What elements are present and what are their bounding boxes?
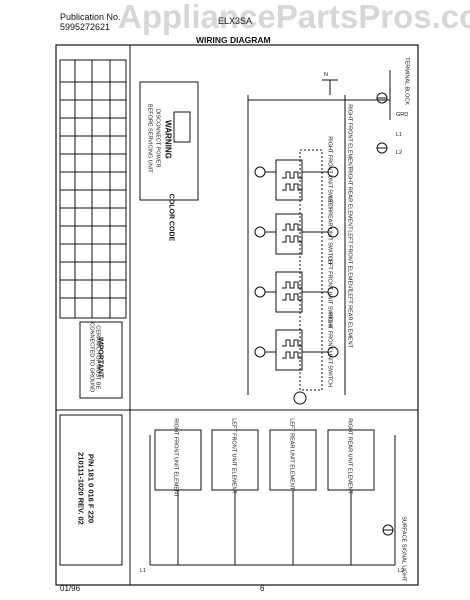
l2-label: L2: [396, 150, 403, 156]
element-label-4: LEFT REAR ELEMENT: [346, 290, 353, 348]
switch-label-4: RIGHT FRONT UNIT SWITCH: [326, 312, 333, 388]
grd-label: GRD: [396, 112, 409, 118]
n-label: N: [324, 72, 328, 78]
footer-page-number: 6: [260, 584, 265, 593]
publication-number: 5995272621: [60, 22, 111, 32]
publication-label: Publication No.: [60, 12, 121, 22]
unit-element-label-1: RIGHT FRONT UNIT ELEMENT: [172, 418, 179, 498]
unit-element-label-3: LEFT REAR UNIT ELEMENT: [288, 418, 295, 491]
important-line-2: CONNECTED TO GROUND: [88, 322, 95, 393]
surface-signal-label: SURFACE SIGNAL LIGHT: [400, 516, 407, 582]
unit-element-label-4: RIGHT REAR UNIT ELEMENT: [346, 418, 353, 494]
footer-date: 01/96: [60, 584, 81, 593]
model-partial: ELX3SA: [218, 16, 253, 26]
warning-line-2: BEFORE SERVICING UNIT: [146, 103, 153, 173]
part-number-line-2: 210111-1020 REV. 02: [76, 452, 86, 525]
unit-element-label-2: LEFT FRONT UNIT ELEMENT: [230, 418, 237, 494]
l1-label: L1: [396, 132, 403, 138]
terminal-block-label: TERMINAL BLOCK: [403, 57, 410, 106]
warning-line-1: DISCONNECT POWER: [154, 108, 161, 168]
element-label-2: RIGHT REAR ELEMENT: [346, 168, 353, 230]
element-label-1: RIGHT FRONT ELEMENT: [346, 104, 353, 170]
watermark: AppliancePartsPros.com: [118, 0, 470, 35]
section-title: WIRING DIAGRAM: [196, 35, 271, 45]
color-code-title: COLOR CODE: [167, 193, 175, 242]
part-number-line-1: P/N 181 0 016 F 220: [86, 453, 96, 524]
l1-bottom-label: L1: [140, 568, 147, 574]
important-line-1: CERAMIC TOP MUST BE: [94, 325, 101, 390]
l2-bottom-label: L2: [398, 568, 405, 574]
